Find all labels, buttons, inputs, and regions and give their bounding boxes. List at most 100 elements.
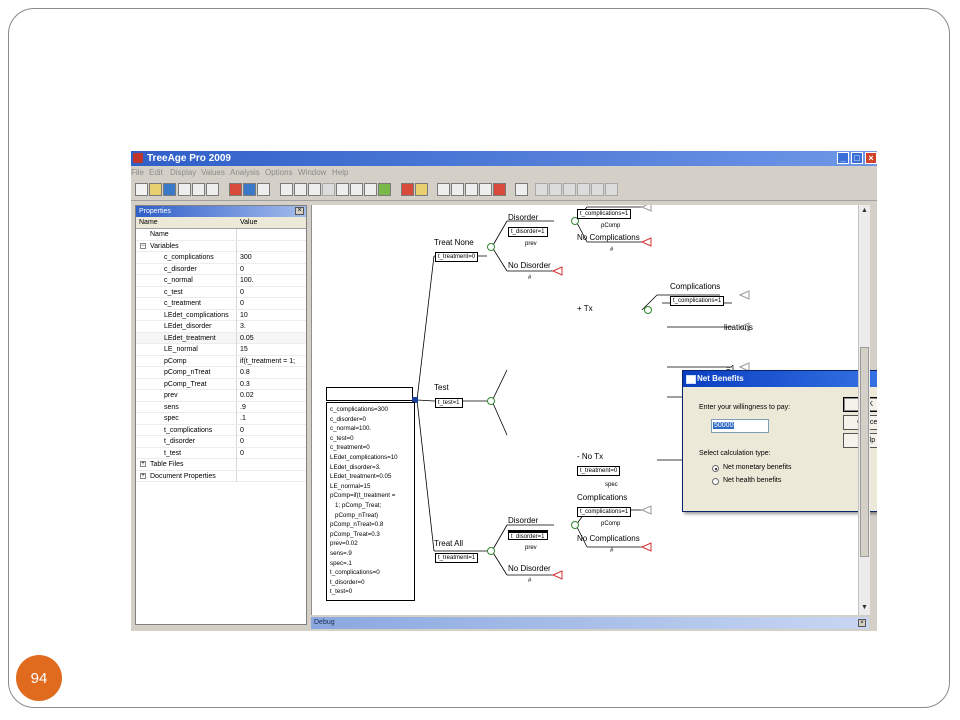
property-row[interactable]: Name (136, 229, 306, 241)
help-icon[interactable] (401, 183, 414, 196)
arrow-tool-icon[interactable] (535, 183, 548, 196)
calculator-icon[interactable] (206, 183, 219, 196)
property-value[interactable]: 0 (240, 426, 244, 434)
net-health-label[interactable]: Net health benefits (723, 477, 782, 484)
net-health-radio[interactable] (712, 478, 719, 485)
property-value[interactable]: 0 (240, 288, 244, 296)
ellipse-tool-icon[interactable] (577, 183, 590, 196)
toolbar-tool-4-icon[interactable] (294, 183, 307, 196)
analysis-icon[interactable] (479, 183, 492, 196)
debug-close-button[interactable]: × (858, 619, 866, 627)
net-monetary-radio[interactable] (712, 465, 719, 472)
menu-values[interactable]: Values (201, 168, 225, 177)
polygon-tool-icon[interactable] (605, 183, 618, 196)
plus-tx-label[interactable]: + Tx (577, 304, 593, 313)
right-complications-label[interactable]: Complications (670, 282, 721, 291)
right-complications-box[interactable]: t_complications=1 (670, 296, 725, 306)
vertical-scrollbar[interactable]: ▲ ▼ (858, 205, 870, 615)
no-tx-box[interactable]: t_treatment=0 (577, 466, 621, 476)
column-name-header[interactable]: Name (139, 219, 158, 226)
rounded-rect-tool-icon[interactable] (563, 183, 576, 196)
menu-analysis[interactable]: Analysis (230, 168, 260, 177)
property-row[interactable]: sens.9 (136, 401, 306, 413)
treat-all-complications-label[interactable]: Complications (577, 493, 628, 502)
root-node-box[interactable] (326, 387, 413, 401)
open-file-icon[interactable] (149, 183, 162, 196)
menu-options[interactable]: Options (265, 168, 293, 177)
treat-all-no-complications-label[interactable]: No Complications (577, 534, 640, 543)
scroll-up-arrow[interactable]: ▲ (861, 207, 868, 214)
property-row[interactable]: −Variables (136, 240, 306, 252)
treat-none-disorder-label[interactable]: Disorder (508, 213, 539, 222)
test-label[interactable]: Test (434, 383, 449, 392)
property-value[interactable]: 0 (240, 265, 244, 273)
minus-tx-label[interactable]: - No Tx (577, 452, 604, 461)
treat-all-box[interactable]: t_treatment=1 (435, 553, 479, 563)
property-value[interactable]: 0.05 (240, 334, 254, 342)
property-value[interactable]: 0 (240, 438, 244, 445)
treat-none-no-complications-label[interactable]: No Complications (577, 233, 640, 242)
treat-none-complications-box[interactable]: t_complications=1 (577, 209, 632, 219)
menu-help[interactable]: Help (332, 168, 349, 177)
toolbar-tool-2-icon[interactable] (257, 183, 270, 196)
close-button[interactable]: × (865, 152, 877, 164)
report-icon[interactable] (451, 183, 464, 196)
treat-none-box[interactable]: t_treatment=0 (435, 252, 479, 262)
menu-window[interactable]: Window (298, 168, 327, 177)
markov-icon[interactable] (322, 183, 335, 196)
variables-icon[interactable] (308, 183, 321, 196)
equals-icon[interactable] (350, 183, 363, 196)
tree-canvas[interactable]: Treat None t_treatment=0 Disorder t_diso… (311, 205, 877, 615)
debug-panel-bar[interactable]: Debug × (311, 617, 869, 629)
property-value[interactable]: 300 (240, 254, 252, 261)
treat-all-disorder-label[interactable]: Disorder (508, 516, 539, 525)
node-icon[interactable] (364, 183, 377, 196)
color-icon[interactable] (378, 183, 391, 196)
property-value[interactable]: 15 (240, 346, 248, 353)
column-value-header[interactable]: Value (240, 219, 258, 226)
property-row[interactable]: +Table Files (136, 459, 306, 471)
treat-none-disorder-box[interactable]: t_disorder=1 (508, 227, 548, 237)
property-value[interactable]: 0.02 (240, 392, 254, 399)
more-icon[interactable] (336, 183, 349, 196)
treat-none-no-disorder-label[interactable]: No Disorder (508, 261, 551, 270)
move-icon[interactable] (515, 183, 528, 196)
menu-display[interactable]: Display (170, 168, 197, 177)
treat-all-disorder-box[interactable]: t_disorder=1 (508, 530, 548, 540)
save-icon[interactable] (163, 183, 176, 196)
property-row[interactable]: +Document Properties (136, 470, 306, 482)
treat-none-label[interactable]: Treat None (434, 238, 474, 247)
maximize-button[interactable]: □ (851, 152, 863, 164)
property-value[interactable]: .1 (240, 415, 246, 422)
expand-collapse-icon[interactable]: + (140, 472, 146, 479)
bar-chart-icon[interactable] (437, 183, 450, 196)
wtp-input[interactable]: 50000 (711, 419, 769, 433)
diamond-tool-icon[interactable] (591, 183, 604, 196)
property-value[interactable]: 3. (240, 323, 246, 330)
toolbar-tool-3-icon[interactable] (280, 183, 293, 196)
toolbar-tool-1-icon[interactable] (229, 183, 242, 196)
property-value[interactable]: if(t_treatment = 1; (240, 357, 296, 365)
new-file-icon[interactable] (135, 183, 148, 196)
scroll-down-arrow[interactable]: ▼ (861, 604, 868, 611)
print-icon[interactable] (178, 183, 191, 196)
decision-node[interactable] (412, 397, 418, 403)
property-value[interactable]: 0 (240, 449, 244, 457)
property-value[interactable]: 0.3 (240, 380, 250, 388)
